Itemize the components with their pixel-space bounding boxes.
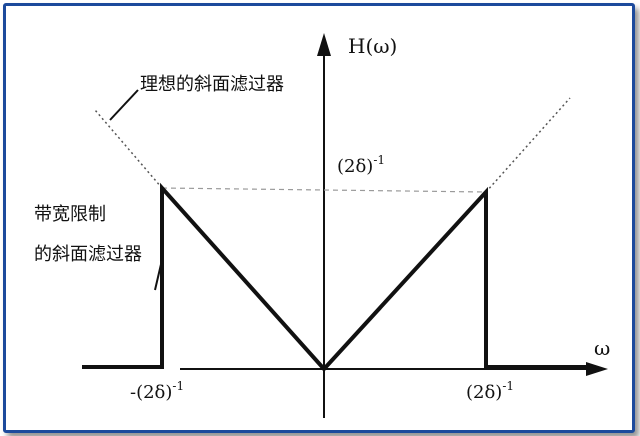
neg-cutoff-label: -(2δ)-1 [130, 379, 184, 403]
pos-cutoff-exponent: -1 [502, 379, 514, 393]
neg-cutoff-exponent: -1 [172, 379, 184, 393]
bandlimited-label-leader [154, 259, 163, 291]
neg-cutoff-base: -(2δ) [130, 382, 172, 403]
ideal-filter-label: 理想的斜面滤过器 [140, 74, 284, 95]
ideal-ramp-left-dotted [94, 109, 163, 189]
pos-cutoff-base: (2δ) [466, 382, 502, 403]
y-axis-label: H(ω) [348, 34, 397, 58]
ideal-label-leader [109, 89, 139, 121]
peak-value-exponent: -1 [373, 153, 385, 167]
y-axis-arrow [317, 33, 331, 56]
peak-value-base: (2δ) [337, 156, 373, 177]
bandlimited-filter-label-line1: 带宽限制 [34, 204, 106, 225]
peak-value-label: (2δ)-1 [337, 153, 385, 177]
x-axis-label: ω [594, 336, 610, 360]
bandlimited-filter-label-line2: 的斜面滤过器 [34, 244, 142, 265]
peak-level-dashed [161, 187, 487, 193]
pos-cutoff-label: (2δ)-1 [466, 379, 514, 403]
bandlimited-ramp-filter [82, 182, 592, 372]
ideal-ramp-right-dotted [485, 97, 571, 193]
